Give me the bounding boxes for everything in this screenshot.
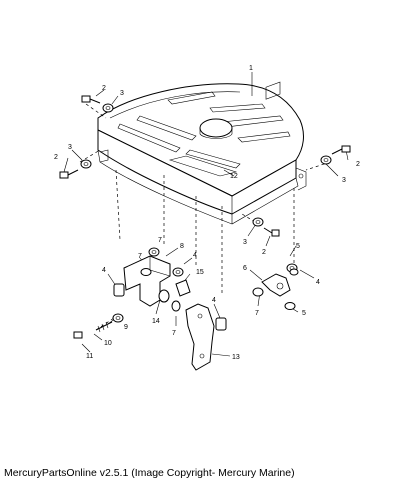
screw-right (331, 145, 351, 155)
callout-15: 15 (196, 269, 204, 276)
callout-10: 10 (104, 340, 112, 347)
callout-leaders (63, 72, 349, 357)
callout-7: 7 (172, 330, 176, 337)
callout-4: 4 (212, 297, 216, 304)
screw-left (59, 169, 79, 179)
parts-exploded-diagram: 1 2 3 2 3 12 2 3 3 2 5 4 6 7 5 7 8 7 4 1… (54, 65, 360, 371)
callout-12: 12 (230, 173, 238, 180)
washer-right (320, 155, 332, 165)
callout-6: 6 (243, 265, 247, 272)
callout-5: 5 (296, 243, 300, 250)
callout-7: 7 (138, 253, 142, 260)
callout-2: 2 (262, 249, 266, 256)
callout-9: 9 (124, 324, 128, 331)
callout-7: 7 (255, 310, 259, 317)
washer-left (80, 159, 92, 169)
callout-3: 3 (342, 177, 346, 184)
callout-1: 1 (249, 65, 253, 72)
callout-5: 5 (302, 310, 306, 317)
screw-bottom (263, 227, 280, 237)
callout-2: 2 (356, 161, 360, 168)
washer-bottom (252, 217, 264, 227)
flywheel-cover (97, 81, 307, 225)
callout-labels: 1 2 3 2 3 12 2 3 3 2 5 4 6 7 5 7 8 7 4 1… (54, 65, 360, 361)
callout-7: 7 (158, 237, 162, 244)
mount-plate (185, 303, 227, 371)
washer-top-left (102, 103, 114, 113)
callout-4: 4 (316, 279, 320, 286)
mount-bracket (113, 247, 191, 312)
callout-11: 11 (86, 353, 93, 360)
callout-3: 3 (120, 90, 124, 97)
image-caption: MercuryPartsOnline v2.5.1 (Image Copyrig… (4, 467, 295, 479)
callout-13: 13 (232, 354, 240, 361)
callout-3: 3 (243, 239, 247, 246)
callout-4: 4 (193, 252, 197, 259)
screw-top-left (81, 95, 101, 104)
callout-2: 2 (102, 85, 106, 92)
callout-14: 14 (152, 318, 160, 325)
callout-4: 4 (102, 267, 106, 274)
alignment-lines (79, 103, 331, 331)
right-bracket (252, 263, 299, 310)
callout-2: 2 (54, 154, 58, 161)
callout-8: 8 (180, 243, 184, 250)
long-screw-assembly (73, 313, 124, 339)
callout-3: 3 (68, 144, 72, 151)
